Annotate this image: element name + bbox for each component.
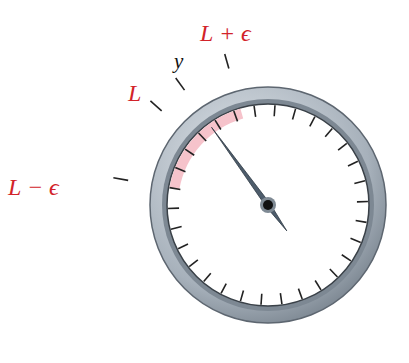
- dial-tick: [240, 291, 243, 302]
- hub-ring: [260, 197, 276, 213]
- dial-tick: [215, 120, 221, 129]
- dial-inner-ring: [162, 99, 374, 311]
- epsilon-band: [174, 114, 241, 189]
- hub: [263, 200, 273, 210]
- dial-tick: [189, 260, 198, 267]
- dial-tick: [354, 181, 365, 184]
- label-tick: [113, 178, 128, 181]
- dial-tick: [338, 143, 347, 150]
- dial-face: [167, 104, 369, 306]
- dial-tick: [357, 201, 368, 203]
- dial-bezel: [150, 87, 386, 323]
- label-tick: [225, 54, 229, 68]
- dial-tick: [168, 207, 179, 209]
- dial-tick: [325, 128, 332, 136]
- dial-tick: [330, 269, 338, 277]
- dial-tick: [199, 133, 207, 141]
- label-tick: [150, 101, 161, 111]
- dial-tick: [280, 293, 282, 304]
- dial-tick: [273, 105, 275, 116]
- value-label: L − ϵ: [8, 174, 59, 200]
- label-ticks: [113, 54, 228, 180]
- value-label: L + ϵ: [200, 20, 251, 46]
- dial-tick: [315, 280, 321, 289]
- dial-tick: [356, 220, 367, 222]
- dial-tick: [351, 238, 361, 242]
- dial-tick: [298, 289, 302, 299]
- dial-tick: [293, 109, 296, 120]
- dial-tick: [310, 117, 315, 127]
- dial-tick: [175, 168, 185, 172]
- dial-tick: [254, 106, 256, 117]
- dial-tick: [170, 188, 181, 190]
- value-label: L: [128, 80, 141, 106]
- dial-tick: [348, 161, 358, 166]
- dial-tick: [178, 244, 188, 249]
- needle: [212, 127, 287, 231]
- dial-tick: [221, 284, 226, 294]
- dial-tick: [260, 294, 262, 305]
- dial-tick: [204, 273, 211, 281]
- dial-ticks: [168, 105, 368, 305]
- dial-tick: [234, 111, 238, 121]
- label-tick: [176, 78, 185, 90]
- dial-tick: [342, 255, 351, 261]
- value-label: y: [174, 50, 183, 73]
- dial-tick: [171, 227, 182, 230]
- dial-tick: [185, 149, 194, 155]
